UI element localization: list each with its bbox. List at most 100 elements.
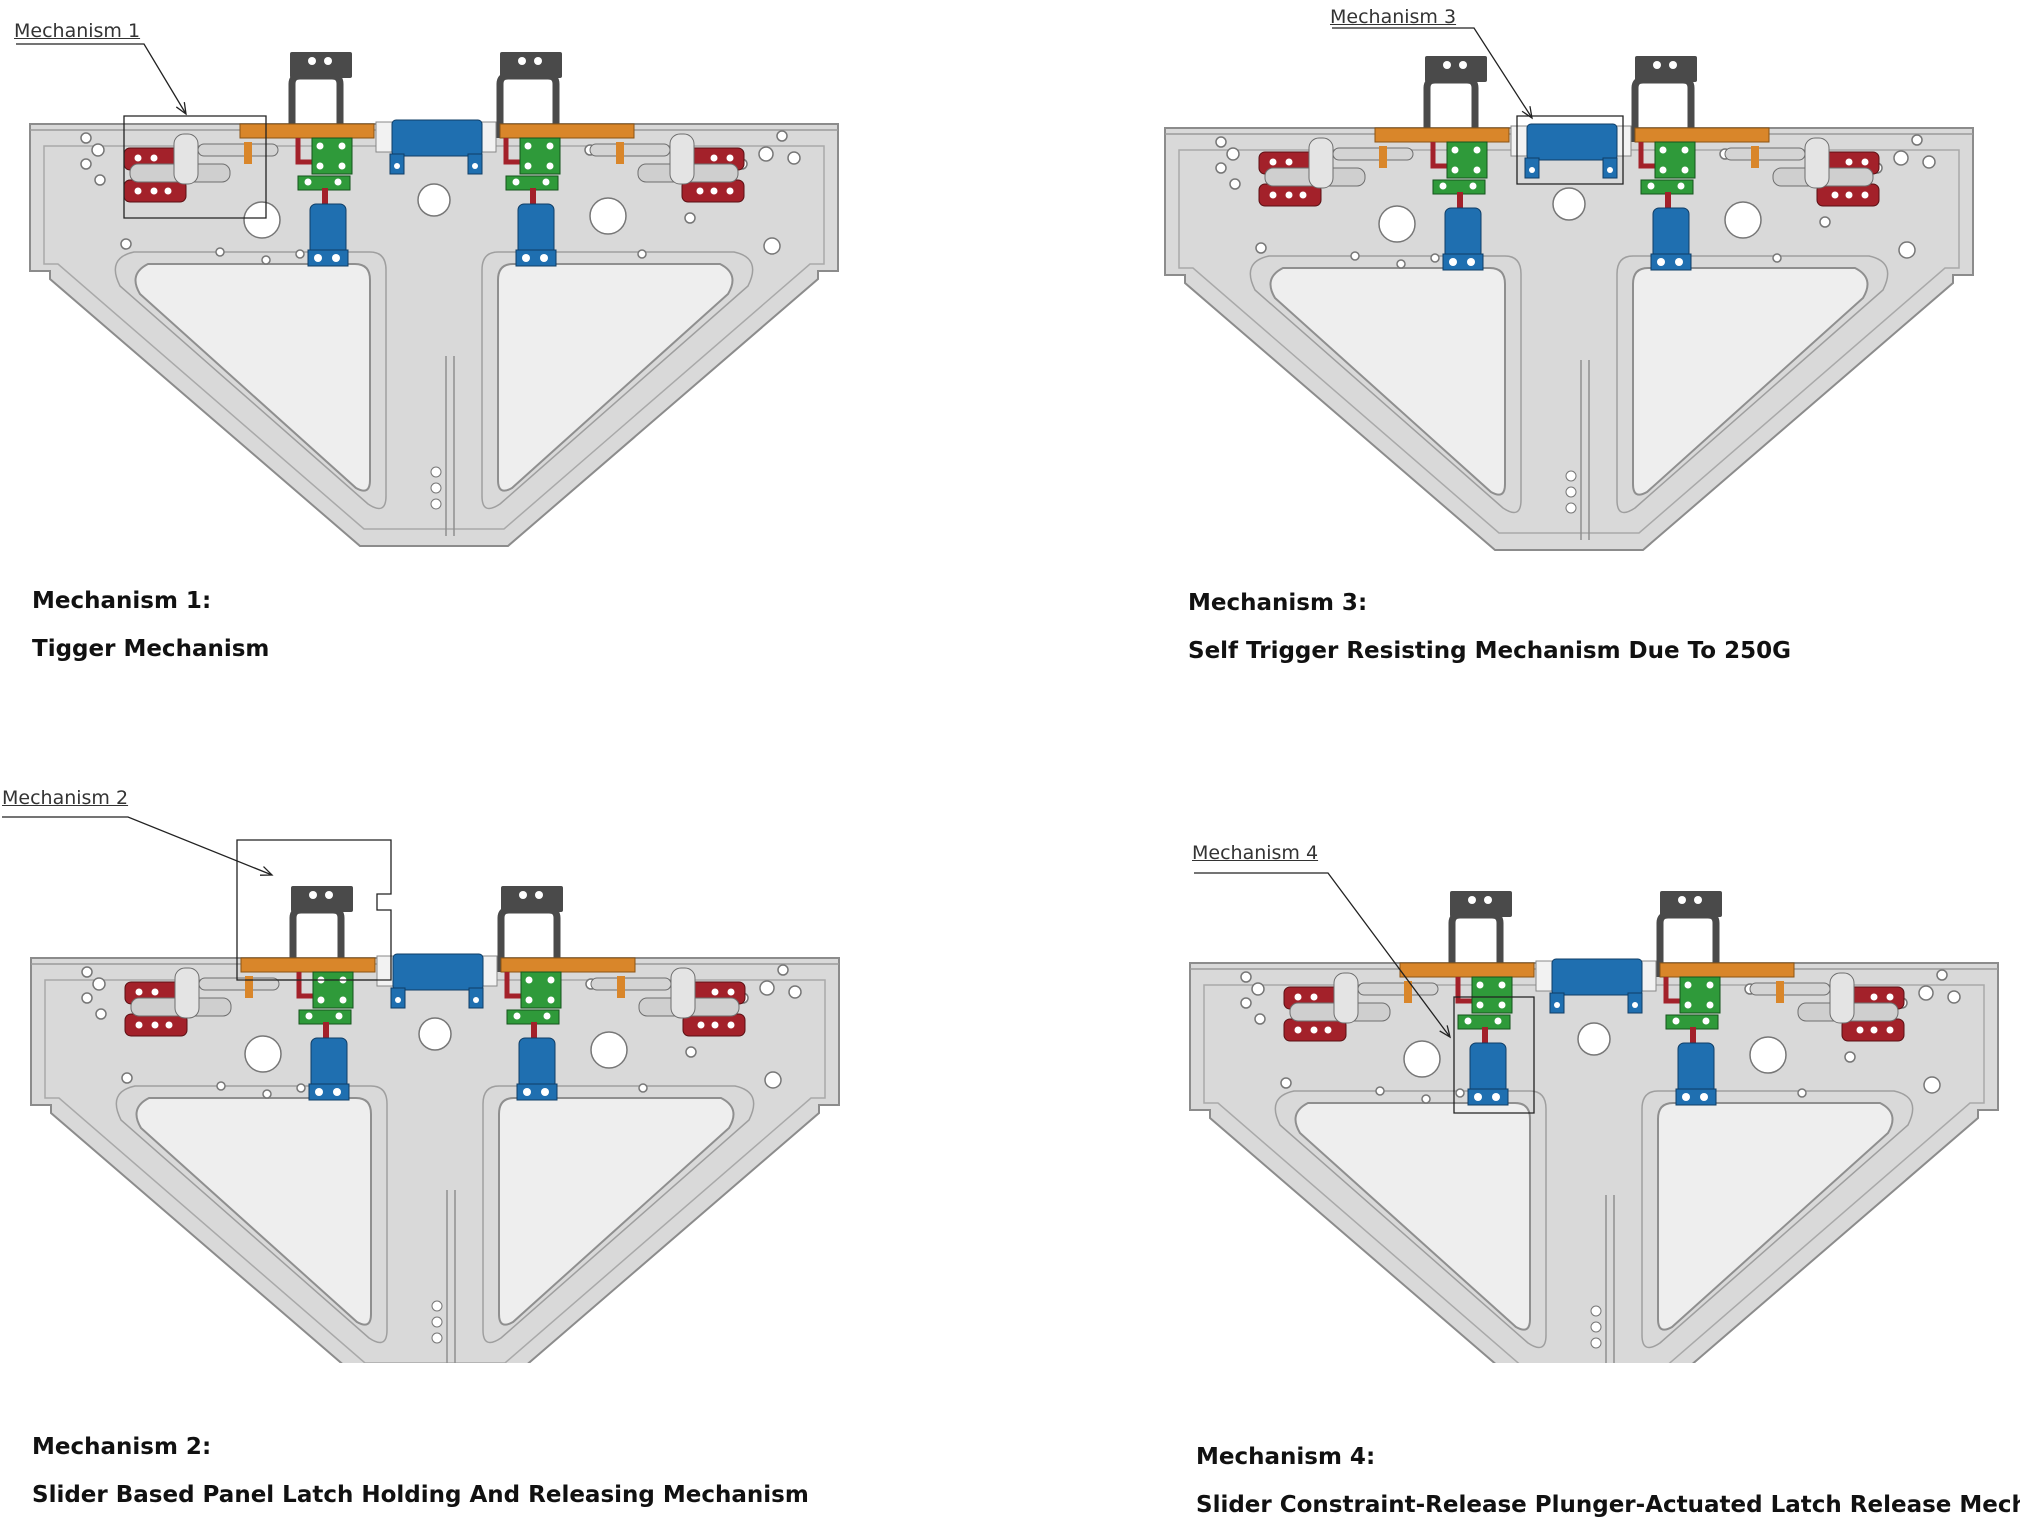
plate-hole xyxy=(1240,971,1252,983)
callout-label: Mechanism 1 xyxy=(14,20,141,42)
plate-hole xyxy=(589,197,627,235)
bracket-hole xyxy=(1681,166,1689,174)
plate-hole xyxy=(1215,136,1227,148)
leader-arrowhead xyxy=(175,102,187,116)
mounting-plate xyxy=(30,957,840,1363)
mounting-plate xyxy=(1189,962,1999,1363)
plate-hole xyxy=(1229,178,1241,190)
mechanism-highlight-box xyxy=(236,839,392,981)
base-hole xyxy=(1682,1093,1690,1101)
bracket-hole xyxy=(1494,1017,1502,1025)
plate-hole xyxy=(1226,147,1240,161)
mechanism-2-drawing xyxy=(2,816,840,1363)
latch-pin xyxy=(1379,146,1387,168)
mounting-plate xyxy=(29,123,839,547)
assembly xyxy=(1189,891,1999,1363)
base-hole xyxy=(523,1088,531,1096)
plate-inner-border xyxy=(1178,149,1960,534)
plate-hole xyxy=(295,249,305,259)
latch-hole xyxy=(711,988,719,996)
plate-hole xyxy=(758,146,774,162)
mechanism-title: Mechanism 4: xyxy=(1196,1444,1376,1470)
latch-hole xyxy=(1294,1026,1302,1034)
latch-hole xyxy=(1845,158,1853,166)
bracket-hole xyxy=(546,162,554,170)
plunger-solenoid xyxy=(518,1037,556,1091)
right-cutout xyxy=(1632,267,1869,496)
slider-bar-left xyxy=(1399,962,1535,978)
panel-mechanism-1: Mechanism 1 Mechanism 1: Tigger Mechanis… xyxy=(0,0,1010,763)
bracket-hole xyxy=(542,178,550,186)
bracket-hole xyxy=(513,1012,521,1020)
plate-inner-border xyxy=(44,979,826,1363)
bracket-hole xyxy=(1706,1001,1714,1009)
bracket-hole xyxy=(1702,1017,1710,1025)
bracket-hole xyxy=(1476,981,1484,989)
latch-assembly-right xyxy=(1749,972,1905,1042)
bracket-hole xyxy=(1677,182,1685,190)
plate-hole xyxy=(92,977,106,991)
tab-hole xyxy=(1443,61,1451,69)
plate-hole xyxy=(1254,1013,1266,1025)
plate-hole xyxy=(1797,1088,1807,1098)
latch-arm xyxy=(589,143,671,157)
base-hole xyxy=(1492,1093,1500,1101)
foot-hole xyxy=(1632,1002,1638,1008)
bolt-hole xyxy=(1590,1321,1602,1333)
tab-hole xyxy=(308,57,316,65)
bracket-hole xyxy=(1684,981,1692,989)
plate-hole xyxy=(1455,1088,1465,1098)
plate-hole xyxy=(764,1071,782,1089)
mechanism-subtitle: Slider Based Panel Latch Holding And Rel… xyxy=(32,1482,809,1508)
bracket-hole xyxy=(1659,166,1667,174)
bolt-hole xyxy=(431,1300,443,1312)
bracket-hole xyxy=(316,162,324,170)
right-cutout-border xyxy=(481,251,754,510)
bolt-hole xyxy=(1590,1305,1602,1317)
latch-arm xyxy=(198,977,280,991)
plunger-rod xyxy=(530,188,536,204)
latch-arm xyxy=(1724,147,1806,161)
foot-hole xyxy=(395,997,401,1003)
latch-assembly-left xyxy=(1283,972,1439,1042)
latch-hole xyxy=(135,1021,143,1029)
handle-tab xyxy=(1660,891,1722,917)
plate-hole xyxy=(1215,162,1227,174)
base-hole xyxy=(541,1088,549,1096)
left-cutout xyxy=(134,263,371,492)
latch-hole xyxy=(727,988,735,996)
mechanism-highlight-box xyxy=(123,115,267,219)
latch-assembly-left xyxy=(124,967,280,1037)
plate-hole xyxy=(1893,150,1909,166)
bolt-hole xyxy=(431,1332,443,1344)
bolt-hole xyxy=(1565,502,1577,514)
latch-pin xyxy=(617,976,625,998)
latch-pivot xyxy=(669,133,695,185)
bracket-hole xyxy=(1498,1001,1506,1009)
right-cutout-border xyxy=(1641,1090,1914,1349)
bracket-hole xyxy=(524,142,532,150)
plate-hole xyxy=(1724,201,1762,239)
base-hole xyxy=(1700,1093,1708,1101)
bolt-hole xyxy=(431,1316,443,1328)
plunger-solenoid xyxy=(1652,207,1690,261)
latch-hole xyxy=(1269,158,1277,166)
tab-hole xyxy=(1678,896,1686,904)
tab-hole xyxy=(1459,61,1467,69)
latch-hole xyxy=(1285,191,1293,199)
base-hole xyxy=(315,1088,323,1096)
slider-bar-left xyxy=(240,957,376,973)
plate-inner-border xyxy=(43,145,825,530)
bolt-hole xyxy=(430,466,442,478)
bracket-hole xyxy=(1451,166,1459,174)
latch-hole xyxy=(151,1021,159,1029)
tab-hole xyxy=(1468,896,1476,904)
plate-hole xyxy=(1240,997,1252,1009)
plate-hole xyxy=(216,1081,226,1091)
latch-hole xyxy=(1856,1026,1864,1034)
tab-hole xyxy=(519,891,527,899)
left-cutout xyxy=(1269,267,1506,496)
latch-hole xyxy=(164,187,172,195)
plate-hole xyxy=(1898,241,1916,259)
plunger-rod xyxy=(1690,1027,1696,1043)
